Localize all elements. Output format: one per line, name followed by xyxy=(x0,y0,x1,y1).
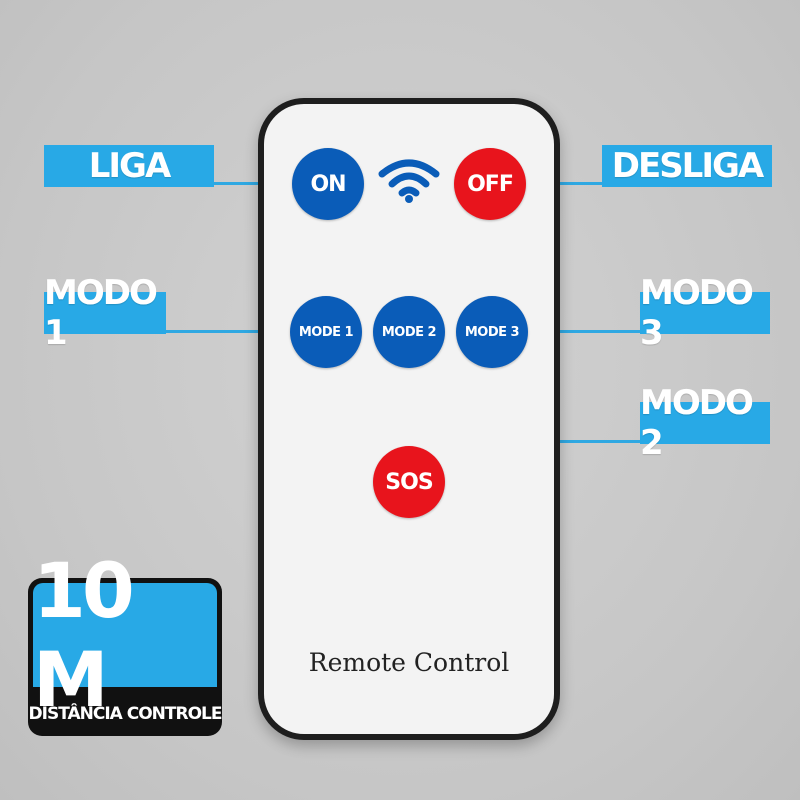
liga-callout: LIGA xyxy=(44,145,214,187)
modo1-callout: MODO 1 xyxy=(44,273,166,353)
off-button[interactable]: OFF xyxy=(454,148,526,220)
sos-button[interactable]: SOS xyxy=(373,446,445,518)
remote-control-label: Remote Control xyxy=(308,648,510,677)
modo1-connector-line xyxy=(160,330,300,333)
distance-caption: DISTÂNCIA CONTROLE xyxy=(28,704,223,724)
distance-badge: 10 M DISTÂNCIA CONTROLE xyxy=(28,546,223,736)
liga-connector-line xyxy=(210,182,300,185)
mode2-button[interactable]: MODE 2 xyxy=(373,296,445,368)
mode3-button[interactable]: MODE 3 xyxy=(456,296,528,368)
modo3-connector-line xyxy=(515,330,645,333)
distance-value: 10 M xyxy=(33,546,217,724)
desliga-callout: DESLIGA xyxy=(602,145,772,187)
wifi-icon xyxy=(378,159,440,203)
desliga-connector-line xyxy=(515,182,607,185)
on-button[interactable]: ON xyxy=(292,148,364,220)
mode1-button[interactable]: MODE 1 xyxy=(290,296,362,368)
modo2-callout: MODO 2 xyxy=(640,383,770,463)
modo3-callout: MODO 3 xyxy=(640,273,770,353)
